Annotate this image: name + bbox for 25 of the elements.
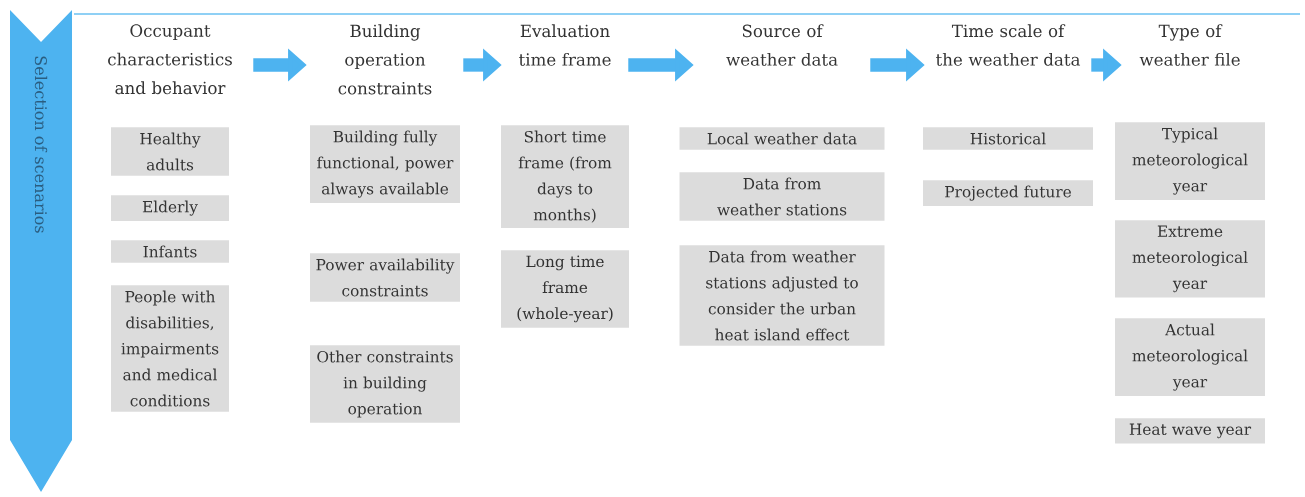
- option-box: Extreme meteorological year: [1115, 220, 1265, 298]
- option-box: Building fully functional, power always available: [310, 125, 460, 203]
- column-heading: Evaluation time frame: [519, 24, 611, 66]
- option-box: Actual meteorological year: [1115, 318, 1265, 396]
- column-heading: Occupant characteristics and behavior: [108, 24, 232, 95]
- option-box: Historical: [923, 127, 1093, 150]
- option-box: Data from weather stations: [679, 172, 885, 221]
- option-box: Infants: [111, 240, 229, 263]
- option-box: Typical meteorological year: [1115, 122, 1265, 200]
- option-box: Elderly: [111, 195, 229, 221]
- option-box: Projected future: [923, 180, 1093, 206]
- option-box: Data from weather stations adjusted to consider the urban heat island effect: [679, 245, 885, 346]
- option-box: Other constraints in building operation: [310, 345, 460, 423]
- column-heading: Building operation constraints: [338, 24, 432, 95]
- column-heading: Source of weather data: [726, 24, 838, 66]
- option-box: Local weather data: [679, 127, 885, 150]
- option-box: Heat wave year: [1115, 418, 1265, 444]
- column-heading: Type of weather file: [1139, 24, 1240, 66]
- scenario-band: Selection of scenarios: [10, 10, 72, 492]
- column-heading: Time scale of the weather data: [936, 24, 1081, 66]
- option-box: Power availability constraints: [310, 253, 460, 302]
- option-box: People with disabilities, impairments and medical conditions: [111, 285, 229, 412]
- option-box: Short time frame (from days to months): [501, 125, 629, 228]
- option-box: Healthy adults: [111, 127, 229, 176]
- option-box: Long time frame (whole-year): [501, 250, 629, 328]
